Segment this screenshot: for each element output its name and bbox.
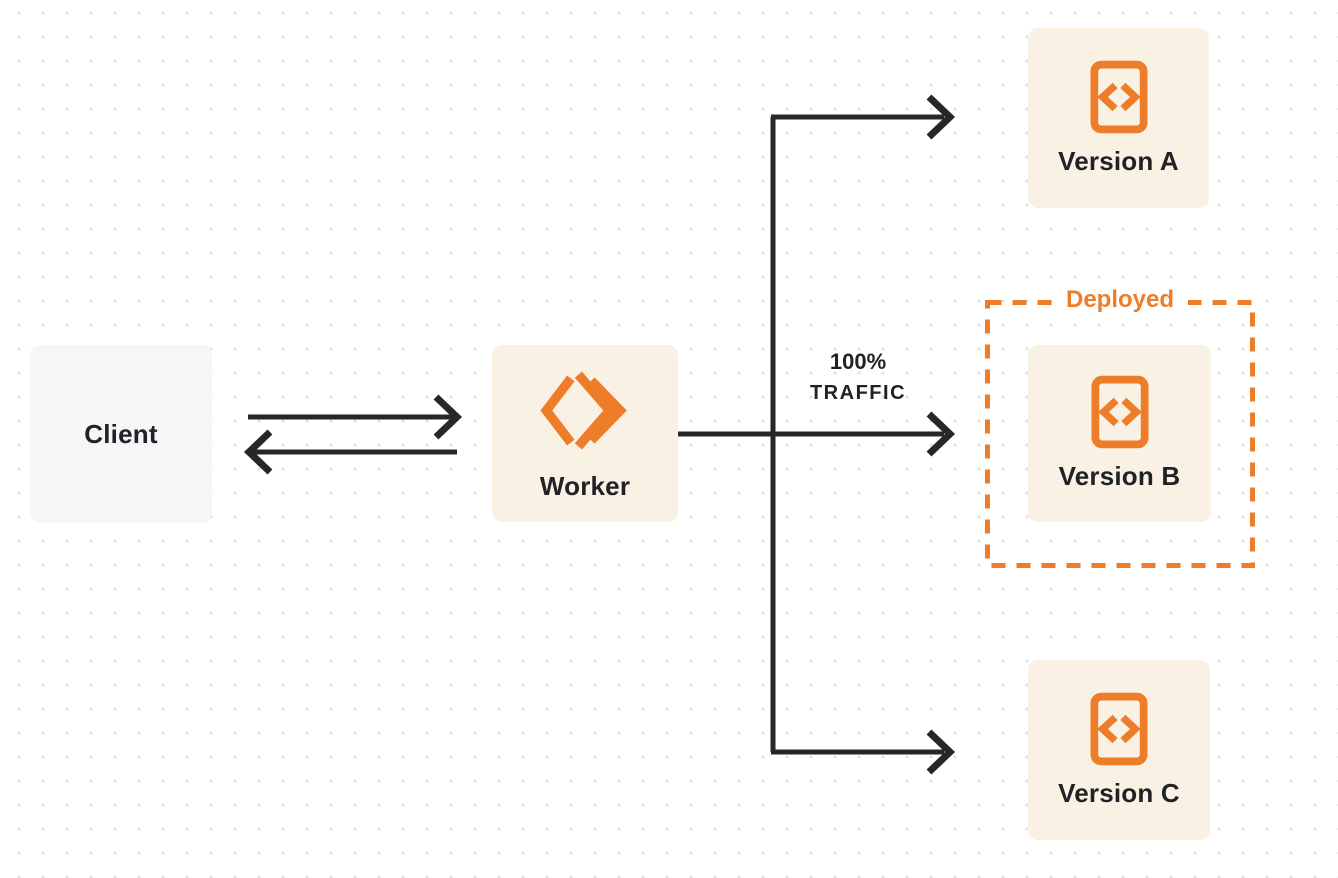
cloudflare-workers-logo-icon: [540, 371, 627, 449]
edge-worker-to-client-arrow: [243, 429, 457, 475]
version-a-node: Version A: [1028, 28, 1209, 208]
version-b-node: Version B: [1028, 345, 1211, 522]
traffic-word-text: TRAFFIC: [809, 382, 907, 404]
traffic-percent-text: 100%: [829, 349, 887, 374]
edge-worker-to-version-a-arrow: [771, 94, 956, 140]
version-b-node-label: Version B: [1058, 461, 1181, 491]
edge-worker-to-version-c-arrow: [771, 729, 956, 775]
version-a-node-label: Version A: [1058, 145, 1179, 176]
edge-client-to-worker-arrow: [248, 394, 463, 440]
worker-node: Worker: [492, 345, 678, 522]
version-c-node: Version C: [1028, 660, 1210, 840]
traffic-edge-label: 100% TRAFFIC: [788, 349, 928, 406]
version-c-node-label: Version C: [1058, 777, 1180, 808]
edge-worker-to-version-b-arrow: [678, 411, 956, 457]
client-node-label: Client: [84, 418, 158, 449]
client-node: Client: [30, 345, 212, 523]
deployed-group: Deployed: [985, 284, 1255, 568]
code-file-icon: [1089, 60, 1148, 133]
code-file-icon: [1090, 692, 1148, 765]
worker-node-label: Worker: [539, 470, 631, 501]
code-file-icon: [1090, 375, 1149, 449]
deployed-group-label: Deployed: [1051, 284, 1189, 316]
